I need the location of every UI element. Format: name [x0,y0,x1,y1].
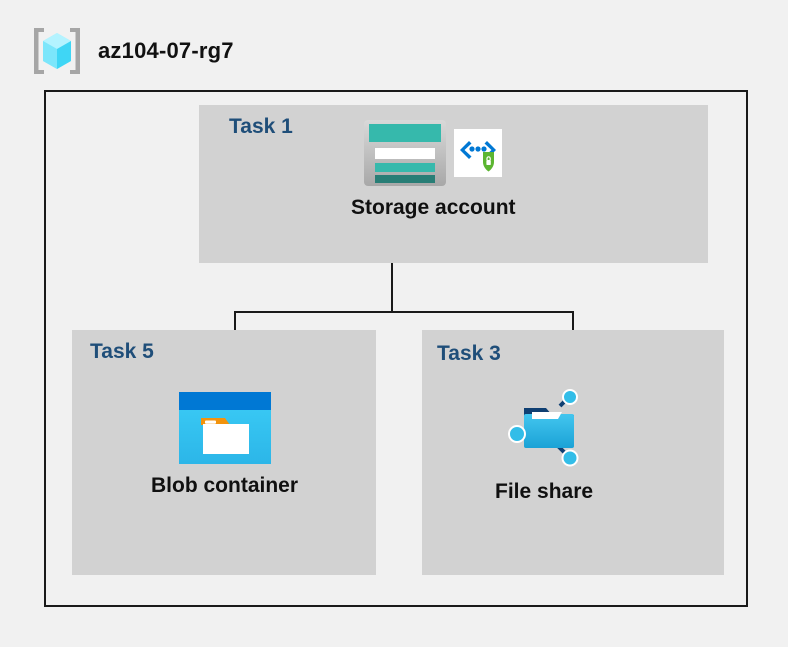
file-share-icon [498,388,590,470]
resource-group-header: az104-07-rg7 [30,26,234,76]
task-label-1: Task 1 [229,115,293,138]
node-icon-group [498,388,590,470]
connector-horizontal-bus [234,311,574,313]
task-label-5: Task 5 [90,340,154,363]
node-icon-group [178,392,271,464]
node-file-share[interactable]: File share [495,388,593,504]
node-storage-account[interactable]: Storage account [351,120,516,220]
node-blob-container[interactable]: Blob container [151,392,298,498]
resource-group-boundary [44,90,748,607]
node-icon-group [364,120,503,186]
resource-group-name: az104-07-rg7 [98,38,234,63]
task-panel-blob-container[interactable]: Task 5 [72,330,376,575]
node-caption-blob-container: Blob container [151,474,299,497]
node-caption-storage-account: Storage account [351,196,516,219]
resource-group-icon [30,26,84,76]
task-panel-file-share[interactable]: Task 3 [422,330,724,575]
storage-account-icon [364,120,447,186]
connector-storage-stem [391,263,393,313]
task-panel-storage-account[interactable]: Task 1 [199,105,708,263]
secure-endpoint-icon [454,129,503,177]
task-label-3: Task 3 [437,342,501,365]
node-caption-file-share: File share [495,480,594,503]
blob-container-icon [178,392,271,464]
